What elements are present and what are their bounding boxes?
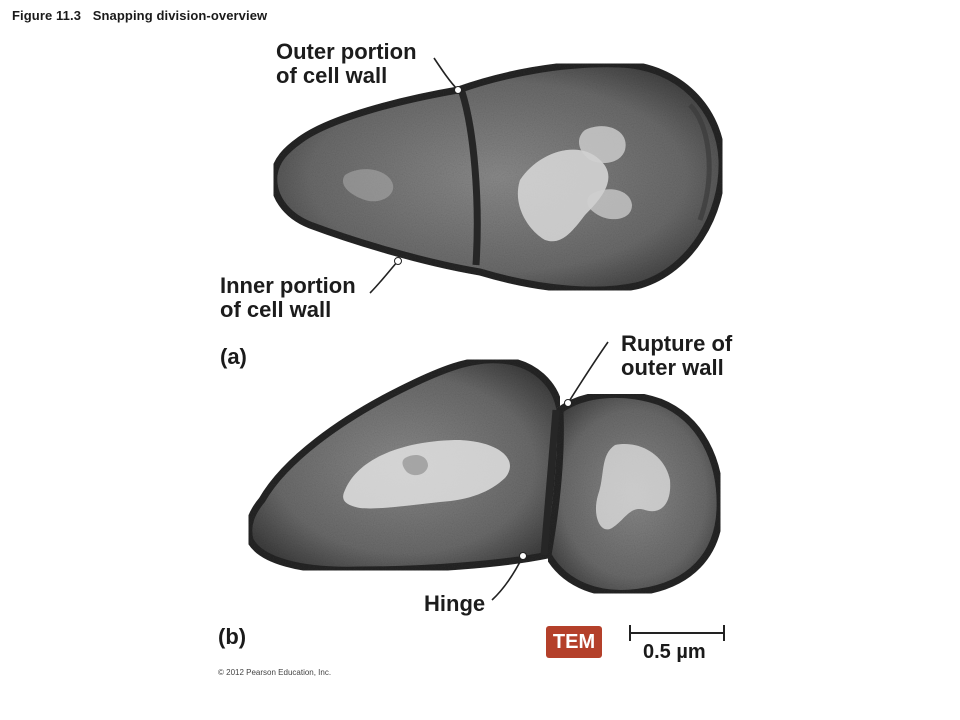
- scale-bar-label: 0.5 µm: [643, 641, 706, 663]
- leader-dot-outer: [454, 86, 462, 94]
- label-rupture-line1: Rupture of: [621, 331, 733, 356]
- cell-b: [245, 356, 724, 597]
- leader-inner-portion: [369, 260, 399, 294]
- leader-hinge: [491, 555, 524, 601]
- leader-dots: [394, 86, 572, 560]
- cell-b-nucleoid-left-dot: [402, 454, 428, 476]
- leader-outer-portion: [433, 57, 459, 91]
- leader-dot-hinge: [519, 552, 527, 560]
- scale-bar: [629, 625, 725, 641]
- copyright-notice: © 2012 Pearson Education, Inc.: [218, 668, 332, 677]
- label-rupture-line2: outer wall: [621, 355, 724, 380]
- cell-a-body: [270, 60, 726, 294]
- tem-badge: TEM: [546, 626, 602, 658]
- label-inner-portion-line1: Inner portion: [220, 273, 356, 298]
- figure-number: Figure 11.3: [12, 8, 82, 23]
- figure-caption: Snapping division-overview: [92, 8, 268, 23]
- leader-rupture: [567, 341, 609, 404]
- cell-a-nucleoid-1: [517, 149, 609, 242]
- label-outer-portion-line2: of cell wall: [276, 63, 388, 88]
- cell-a-nucleoid-4: [342, 169, 394, 202]
- cell-b-nucleoid-left: [343, 440, 510, 509]
- label-inner-portion-line2: of cell wall: [220, 297, 332, 322]
- panel-label-b: (b): [218, 624, 247, 649]
- leader-dot-rupture: [564, 399, 572, 407]
- cell-a-nucleoid-2: [578, 126, 626, 163]
- label-inner-portion: Inner portion of cell wall: [220, 274, 356, 322]
- cell-a-septum: [458, 90, 481, 266]
- cell-b-septum: [540, 409, 560, 556]
- leader-dot-inner: [394, 257, 402, 265]
- label-hinge: Hinge: [424, 591, 486, 616]
- panel-label-a: (a): [220, 344, 247, 369]
- figure-title: Figure 11.3 Snapping division-overview: [12, 8, 267, 23]
- cell-a-nucleoid-3: [587, 189, 632, 220]
- cell-a-pole: [688, 103, 712, 221]
- label-outer-portion-line1: Outer portion: [276, 39, 417, 64]
- label-rupture: Rupture of outer wall: [621, 332, 732, 380]
- label-outer-portion: Outer portion of cell wall: [276, 40, 417, 88]
- cell-a: [270, 60, 726, 294]
- cell-b-nucleoid-right: [595, 444, 671, 530]
